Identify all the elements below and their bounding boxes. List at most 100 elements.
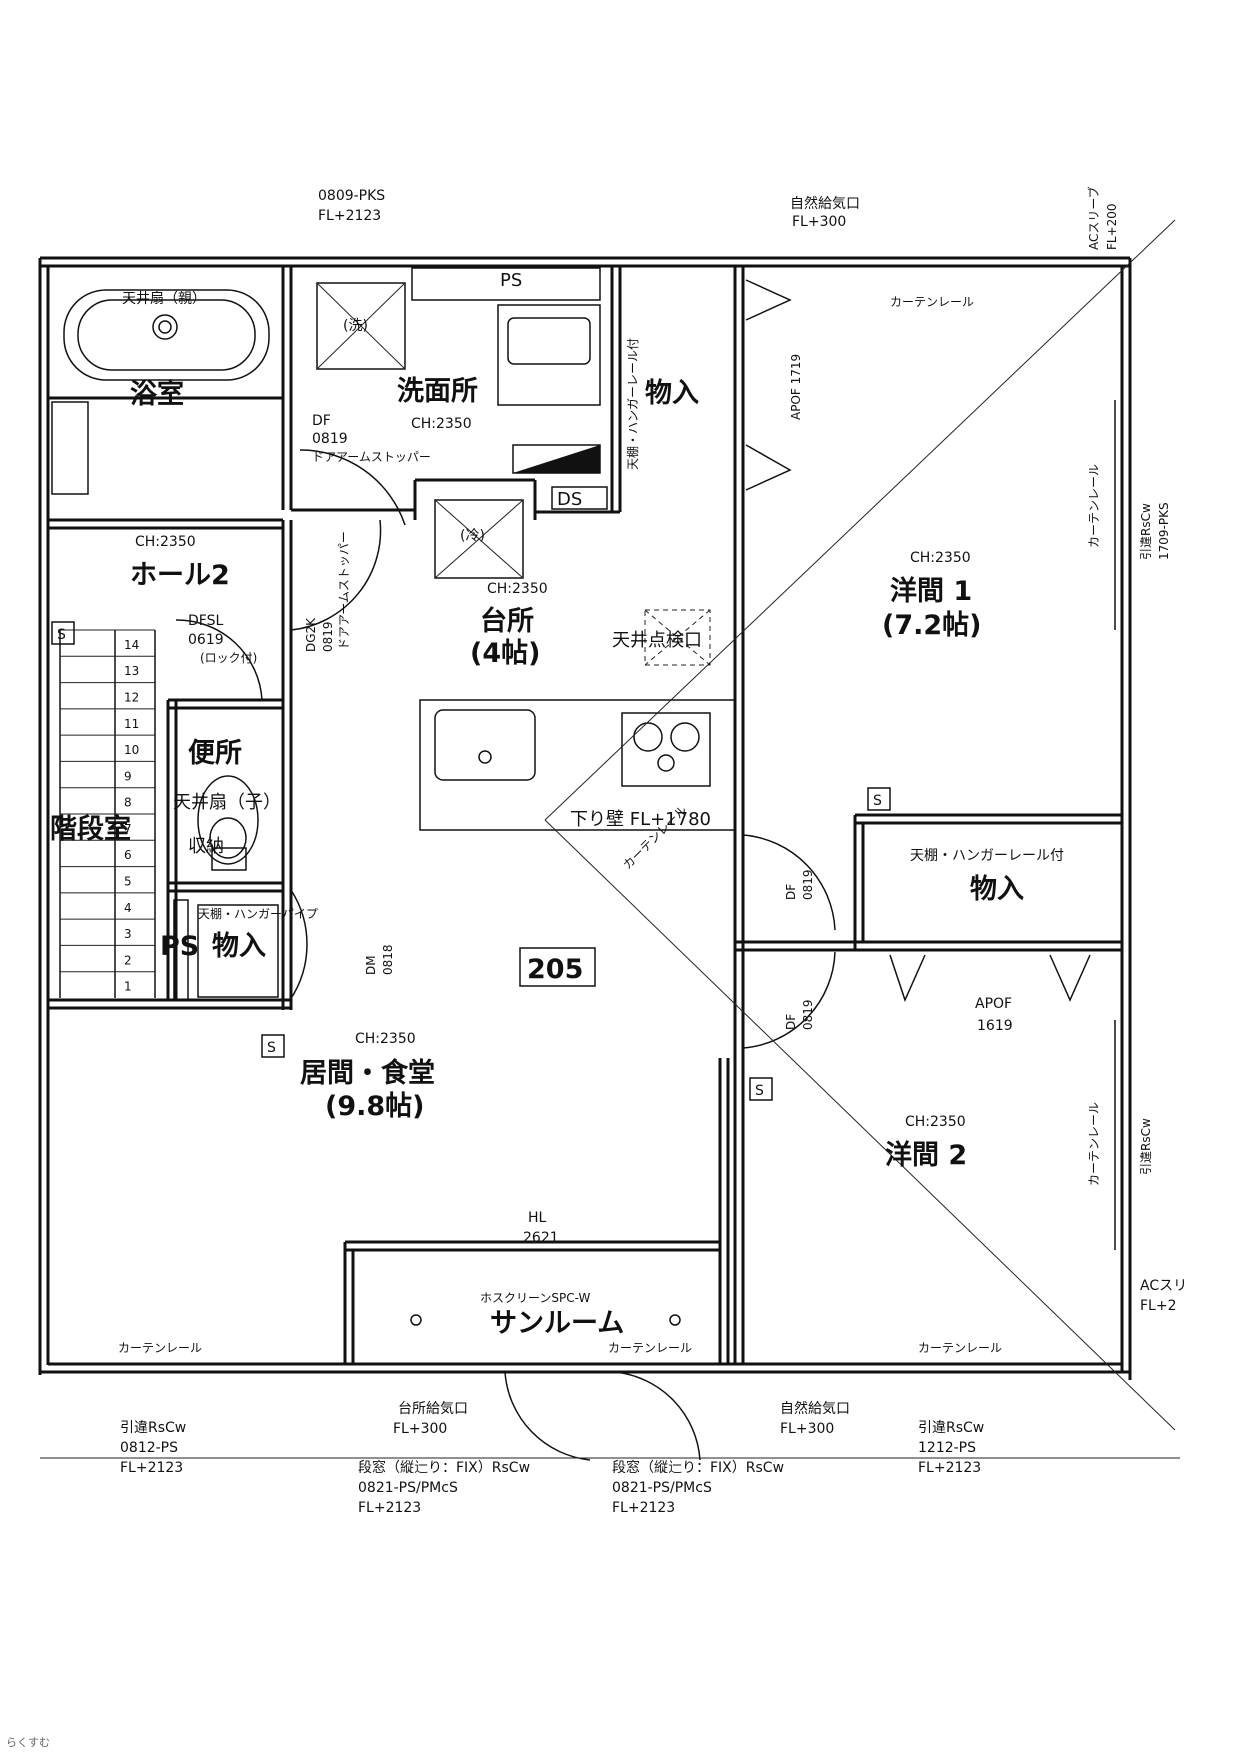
hl-label: HL xyxy=(528,1210,547,1226)
ceiling-inspection-hatch xyxy=(644,609,711,666)
slide-window-right-bottom-size: 1212-PS xyxy=(918,1440,976,1456)
slide-window-left-size: 0812-PS xyxy=(120,1440,178,1456)
step-window-b-fl: FL+2123 xyxy=(612,1500,675,1516)
fridge-space xyxy=(434,499,524,579)
vent-top: 自然給気口 xyxy=(790,195,860,212)
vent-kitchen-fl: FL+300 xyxy=(393,1421,447,1437)
step-window-b: 段窓（縦辷り：FIX）RsCw xyxy=(612,1459,784,1476)
bath-label: 浴室 xyxy=(130,378,184,410)
kitchen-label: 台所 xyxy=(480,605,534,637)
apof-right-1: APOF xyxy=(975,996,1012,1012)
toilet-storage-label: 収納 xyxy=(188,836,224,857)
storage-left-label: 物入 xyxy=(212,931,266,962)
bathtub xyxy=(63,289,270,381)
door-df-wash-size: 0819 xyxy=(312,431,348,447)
step-window-a-size: 0821-PS/PMcS xyxy=(358,1480,458,1496)
door-df-w2-size: 0819 xyxy=(801,999,815,1030)
vent-right: 自然給気口 xyxy=(780,1400,850,1417)
step-window-a-fl: FL+2123 xyxy=(358,1500,421,1516)
window-top: 0809-PKS xyxy=(318,188,385,204)
storage-left-note: 天棚・ハンガーパイプ xyxy=(198,906,318,921)
step-window-a: 段窓（縦辷り：FIX）RsCw xyxy=(358,1459,530,1476)
hall2-ch: CH:2350 xyxy=(135,534,196,550)
stair-step-number: 6 xyxy=(124,848,132,862)
stair-step-number: 4 xyxy=(124,901,132,915)
bath-fan-label: 天井扇（親） xyxy=(122,291,206,307)
ceiling-inspect-label: 天井点検口 xyxy=(612,630,702,651)
vanity xyxy=(497,304,601,406)
vent-top-fl: FL+300 xyxy=(792,214,846,230)
ds-label: DS xyxy=(557,489,582,510)
washroom-label: 洗面所 xyxy=(397,376,478,407)
stair-step-number: 5 xyxy=(124,874,132,888)
western2-ch: CH:2350 xyxy=(905,1114,966,1130)
s-mark: S xyxy=(873,793,882,809)
western2-label: 洋間 2 xyxy=(885,1139,967,1171)
slide-window-right-bottom-fl: FL+2123 xyxy=(918,1460,981,1476)
stair-step-number: 10 xyxy=(124,743,139,757)
interior-walls xyxy=(48,266,1122,1364)
door-dm: DM xyxy=(364,955,378,975)
door-dfsl: DFSL xyxy=(188,613,223,629)
watermark: らくすむ xyxy=(6,1736,50,1749)
door-dfsl-note: (ロック付) xyxy=(200,651,257,665)
western1-label: 洋間 1 xyxy=(890,575,972,607)
door-dg2k: DG2K xyxy=(304,617,318,652)
ac-top: ACスリーブ xyxy=(1086,186,1101,250)
apof-right-2: 1619 xyxy=(977,1018,1013,1034)
unit-number: 205 xyxy=(527,954,583,985)
storage-top-note: 天棚・ハンガーレール付 xyxy=(625,338,640,470)
stair-step-number: 8 xyxy=(124,796,132,810)
diagonal-lines xyxy=(544,219,1176,1431)
unit-number-box xyxy=(519,947,596,987)
stove xyxy=(621,712,711,787)
kitchen-ch: CH:2350 xyxy=(487,581,548,597)
stair-step-number: 14 xyxy=(124,638,139,652)
slide-window-right-size: 1709-PKS xyxy=(1157,502,1171,560)
western1-ch: CH:2350 xyxy=(910,550,971,566)
hall2-label: ホール2 xyxy=(130,560,230,591)
storage-right-label: 物入 xyxy=(970,874,1024,905)
curtain-rail-w1-v: カーテンレール xyxy=(1087,464,1101,548)
storage-top-label: 物入 xyxy=(645,378,699,409)
ac-right: ACスリ xyxy=(1140,1278,1187,1294)
door-dm-size: 0818 xyxy=(381,944,395,975)
step-window-b-size: 0821-PS/PMcS xyxy=(612,1480,712,1496)
slide-window-right: 引違RsCw xyxy=(1139,503,1153,560)
kitchen-size: (4帖) xyxy=(470,638,540,669)
living-size: (9.8帖) xyxy=(325,1091,425,1122)
s-mark: S xyxy=(57,627,66,643)
fan-icon xyxy=(152,314,178,340)
door-df-w2: DF xyxy=(784,1014,798,1030)
door-dg2k-note: ドアアームストッパー xyxy=(337,531,351,650)
stair-label: 階段室 xyxy=(50,813,131,845)
stair-step-number: 7 xyxy=(124,822,132,836)
door-dg2k-size: 0819 xyxy=(321,621,335,652)
door-df-wash: DF xyxy=(312,413,331,429)
sunroom-screen: ホスクリーンSPC-W xyxy=(480,1291,590,1305)
washing-machine-space xyxy=(316,282,406,370)
washroom-ch: CH:2350 xyxy=(411,416,472,432)
living-label: 居間・食堂 xyxy=(300,1057,435,1089)
curtain-bottom-mid: カーテンレール xyxy=(608,1341,692,1355)
vent-kitchen: 台所給気口 xyxy=(398,1401,468,1417)
ps-top-label: PS xyxy=(500,270,522,291)
s-marks: S S S S xyxy=(51,621,891,1101)
toilet-label: 便所 xyxy=(188,738,242,769)
doors xyxy=(175,449,836,1461)
kitchen-mark: (冷) xyxy=(460,528,485,544)
toilet-bowl xyxy=(197,775,259,865)
slide-window-right2: 引違RsCw xyxy=(1139,1118,1153,1175)
storage-right-note: 天棚・ハンガーレール付 xyxy=(910,848,1064,864)
curtain-rail-top: カーテンレール xyxy=(890,295,974,309)
toilet-fan-label: 天井扇（子） xyxy=(173,792,281,813)
s-mark: S xyxy=(267,1040,276,1056)
stair-step-number: 2 xyxy=(124,953,132,967)
door-dfsl-size: 0619 xyxy=(188,632,224,648)
curtain-bottom-right: カーテンレール xyxy=(918,1341,1002,1355)
stair-step-number: 13 xyxy=(124,664,139,678)
slide-window-right-bottom: 引違RsCw xyxy=(918,1420,984,1436)
stair-step-number: 1 xyxy=(124,980,132,994)
